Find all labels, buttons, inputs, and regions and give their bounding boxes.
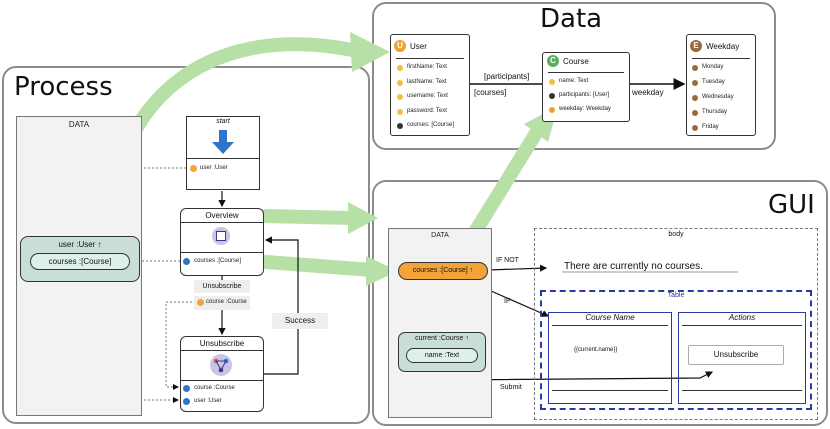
weekday-value-item: Wednesday — [702, 94, 734, 100]
course-attr-dot — [549, 79, 555, 85]
user-attr-dot — [397, 65, 403, 71]
user-class-badge: U — [394, 40, 406, 52]
weekday-enum-divider — [692, 58, 750, 59]
unsubscribe-event-param-box — [194, 296, 250, 310]
unsubscribe-event-param-dot — [197, 299, 204, 306]
weekday-value-dot — [692, 65, 698, 71]
user-class-box[interactable] — [390, 34, 470, 136]
gui-col-actions — [678, 312, 806, 404]
gui-submit-label: Submit — [500, 384, 522, 391]
process-graph-icon — [210, 354, 232, 376]
weekday-value-dot — [692, 125, 698, 131]
weekday-value-item: Monday — [702, 64, 724, 70]
process-courses-node[interactable]: courses :[Course] — [30, 253, 130, 270]
user-attr-item: password: Text — [407, 107, 447, 114]
gui-name-node[interactable]: name :Text — [406, 348, 478, 363]
overview-title: Overview — [205, 211, 239, 220]
overview-divider — [180, 252, 264, 253]
start-arrow-icon — [212, 130, 234, 154]
user-attr-dot — [397, 94, 403, 100]
gui-unsubscribe-button[interactable]: Unsubscribe — [688, 345, 784, 365]
weekday-value-item: Thursday — [702, 109, 728, 115]
course-class-name: Course — [563, 57, 589, 66]
gui-col1-divider — [552, 325, 668, 326]
course-attr-dot — [549, 107, 555, 113]
unsubscribe-step-title: Unsubscribe — [199, 339, 245, 348]
user-class-divider — [396, 58, 464, 59]
overview-param: courses :[Course] — [194, 258, 242, 264]
weekday-value-dot — [692, 110, 698, 116]
gui-body-container — [534, 228, 818, 420]
user-class-name: User — [410, 42, 427, 51]
gui-if-label: IF — [504, 298, 511, 305]
weekday-value-dot — [692, 80, 698, 86]
unsubscribe-event-param: course :Course — [206, 299, 247, 305]
process-panel-title: Process — [14, 72, 113, 102]
unsub-param1: course :Course — [194, 385, 235, 391]
assoc-courses-label: [courses] — [474, 88, 507, 97]
weekday-enum-badge: E — [690, 40, 702, 52]
gui-col1-bottom-divider — [552, 390, 668, 391]
course-class-badge: C — [547, 55, 559, 67]
gui-courses-node[interactable]: courses :[Course] ↑ — [398, 262, 488, 280]
unsubscribe-step-title-divider — [180, 350, 264, 351]
success-event-label[interactable]: Success — [272, 313, 328, 329]
user-attr-item: courses: [Course] — [407, 122, 455, 128]
gui-table-label: Table — [667, 292, 685, 299]
overview-title-divider — [180, 222, 264, 223]
green-arrows — [103, 37, 545, 277]
start-label: start — [216, 118, 230, 125]
overview-page-icon — [212, 227, 230, 245]
start-param-dot — [190, 165, 197, 172]
start-param: user :User — [200, 165, 228, 171]
overview-param-dot — [183, 258, 190, 265]
assoc-weekday-label: weekday — [632, 88, 664, 97]
gui-if-not-label: IF NOT — [496, 257, 519, 264]
data-panel-title: Data — [540, 4, 603, 34]
course-attr-item: participants: [User] — [559, 92, 610, 98]
user-attr-item: username: Text — [407, 93, 448, 99]
course-attr-item: name: Text — [559, 78, 589, 84]
weekday-value-dot — [692, 95, 698, 101]
gui-current-node-label: current :Course ↑ — [415, 335, 469, 342]
gui-data-header: DATA — [431, 232, 449, 239]
gui-col-course-name — [548, 312, 672, 404]
gui-col2-bottom-divider — [682, 390, 802, 391]
gui-template-text: {{current.name}} — [574, 347, 618, 353]
gui-col-actions-header: Actions — [728, 313, 756, 322]
unsubscribe-step-divider — [180, 380, 264, 381]
gui-col2-divider — [682, 325, 802, 326]
gui-body-label: body — [668, 231, 684, 238]
gui-data-area — [388, 228, 492, 418]
user-attr-item: firstName: Text — [407, 64, 447, 70]
gui-col-course-name-header: Course Name — [585, 313, 635, 322]
start-divider — [186, 158, 260, 159]
unsub-param2-dot — [183, 398, 190, 405]
gui-no-courses-text: There are currently no courses. — [564, 261, 703, 272]
gui-table — [540, 290, 812, 410]
process-user-node-label: user :User ↑ — [58, 240, 102, 249]
course-attr-item: weekday: Weekday — [559, 106, 611, 112]
assoc-participants-label: [participants] — [484, 72, 530, 81]
process-data-header: DATA — [68, 120, 90, 129]
course-attr-dot — [549, 93, 555, 99]
weekday-value-item: Friday — [702, 124, 719, 130]
unsub-param2: user :User — [194, 398, 222, 404]
unsub-param1-dot — [183, 385, 190, 392]
user-attr-dot — [397, 79, 403, 86]
gui-panel-title: GUI — [768, 190, 815, 220]
weekday-enum-name: Weekday — [706, 42, 740, 51]
user-attr-dot — [397, 108, 403, 115]
weekday-value-item: Tuesday — [702, 79, 725, 85]
user-attr-item: lastName: Text — [407, 78, 447, 85]
unsubscribe-event-label[interactable]: Unsubscribe — [194, 280, 250, 293]
course-class-divider — [548, 72, 624, 73]
user-attr-dot — [397, 123, 403, 129]
